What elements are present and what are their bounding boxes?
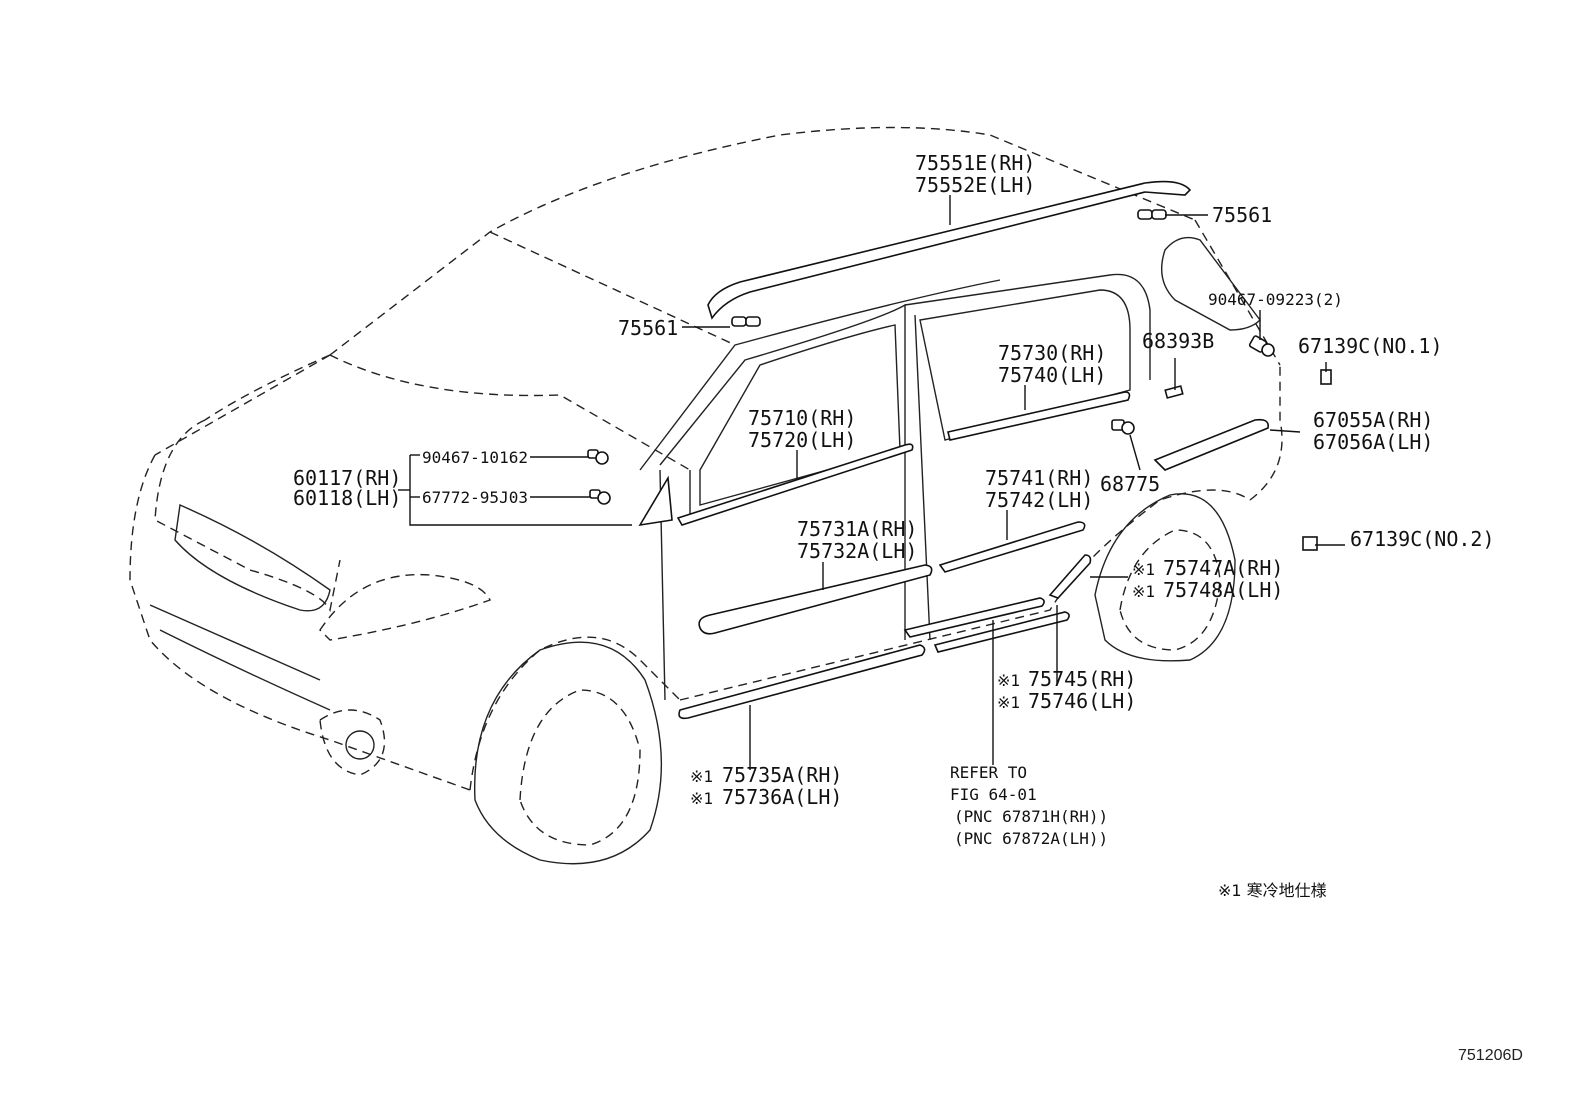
roof-clip-rear [1137,209,1167,220]
label-rocker-front-rh: 75735A(RH) [722,763,842,787]
label-rear-side-rh: 75741(RH) [985,466,1093,490]
label-front-belt-rh: 75710(RH) [748,406,856,430]
label-fender-lh: 75748A(LH) [1163,578,1283,602]
roof-clip-front [731,316,761,327]
rocker-moulding-front [678,644,926,720]
label-mirror-clip-b: 67772-95J03 [422,488,528,507]
footnote-cold-spec: ※1 寒冷地仕様 [1218,881,1327,900]
labels: 75551E(RH) 75552E(LH) 75561 75561 90467-… [293,151,1523,1064]
label-front-belt-lh: 75720(LH) [748,428,856,452]
front-belt-moulding [676,443,914,526]
parts [587,180,1332,720]
label-rear-side-lh: 75742(LH) [985,488,1093,512]
refer-line-4: (PNC 67872A(LH)) [954,829,1108,848]
label-clip-67139c-no1: 67139C(NO.1) [1298,334,1443,358]
cold-mark-rocker-front-lh: ※1 [690,789,713,808]
label-roof-lh: 75552E(LH) [915,173,1035,197]
mirror-clip-90467-10162 [587,449,609,465]
label-back-door-lh: 67056A(LH) [1313,430,1433,454]
label-clip-rear: 75561 [1212,203,1272,227]
label-back-door-rh: 67055A(RH) [1313,408,1433,432]
mirror-garnish [638,475,673,527]
cold-mark-rocker-front-rh: ※1 [690,767,713,786]
clip-67139c-no2 [1302,536,1318,551]
label-bolt-rear: 90467-09223(2) [1208,290,1343,309]
label-rocker-rear-lh: 75746(LH) [1028,689,1136,713]
label-front-side-rh: 75731A(RH) [797,517,917,541]
refer-line-1: REFER TO [950,763,1027,782]
rear-door-side-moulding [938,521,1086,573]
label-rocker-rear-rh: 75745(RH) [1028,667,1136,691]
cold-mark-fender-lh: ※1 [1132,582,1155,601]
cold-mark-rocker-rear-lh: ※1 [997,693,1020,712]
label-front-side-lh: 75732A(LH) [797,539,917,563]
label-mirror-clip-a: 90467-10162 [422,448,528,467]
label-part-68775: 68775 [1100,472,1160,496]
label-part-68393b: 68393B [1142,329,1214,353]
label-clip-front: 75561 [618,316,678,340]
refer-line-3: (PNC 67871H(RH)) [954,807,1108,826]
label-clip-67139c-no2: 67139C(NO.2) [1350,527,1495,551]
cold-mark-fender-rh: ※1 [1132,560,1155,579]
diagram-id: 751206D [1458,1047,1523,1064]
bolt-90467-09223 [1248,335,1275,357]
part-68775 [1111,419,1135,435]
label-rocker-front-lh: 75736A(LH) [722,785,842,809]
label-roof-rh: 75551E(RH) [915,151,1035,175]
front-door-side-moulding [698,564,933,635]
roof-moulding [707,180,1192,320]
label-mirror-lh: 60118(LH) [293,486,401,510]
part-68393b [1164,385,1184,399]
label-rear-belt-rh: 75730(RH) [998,341,1106,365]
label-rear-belt-lh: 75740(LH) [998,363,1106,387]
rear-belt-moulding [947,391,1131,441]
refer-line-2: FIG 64-01 [950,785,1037,804]
back-door-garnish [1153,418,1270,471]
mirror-clip-67772-95j03 [589,489,611,505]
cold-mark-rocker-rear-rh: ※1 [997,671,1020,690]
clip-67139c-no1 [1320,369,1332,385]
leader-lines [398,195,1345,770]
rocker-moulding-rear [903,597,1045,638]
label-fender-rh: 75747A(RH) [1163,556,1283,580]
fender-moulding [1048,554,1092,599]
label-mirror-rh: 60117(RH) [293,466,401,490]
